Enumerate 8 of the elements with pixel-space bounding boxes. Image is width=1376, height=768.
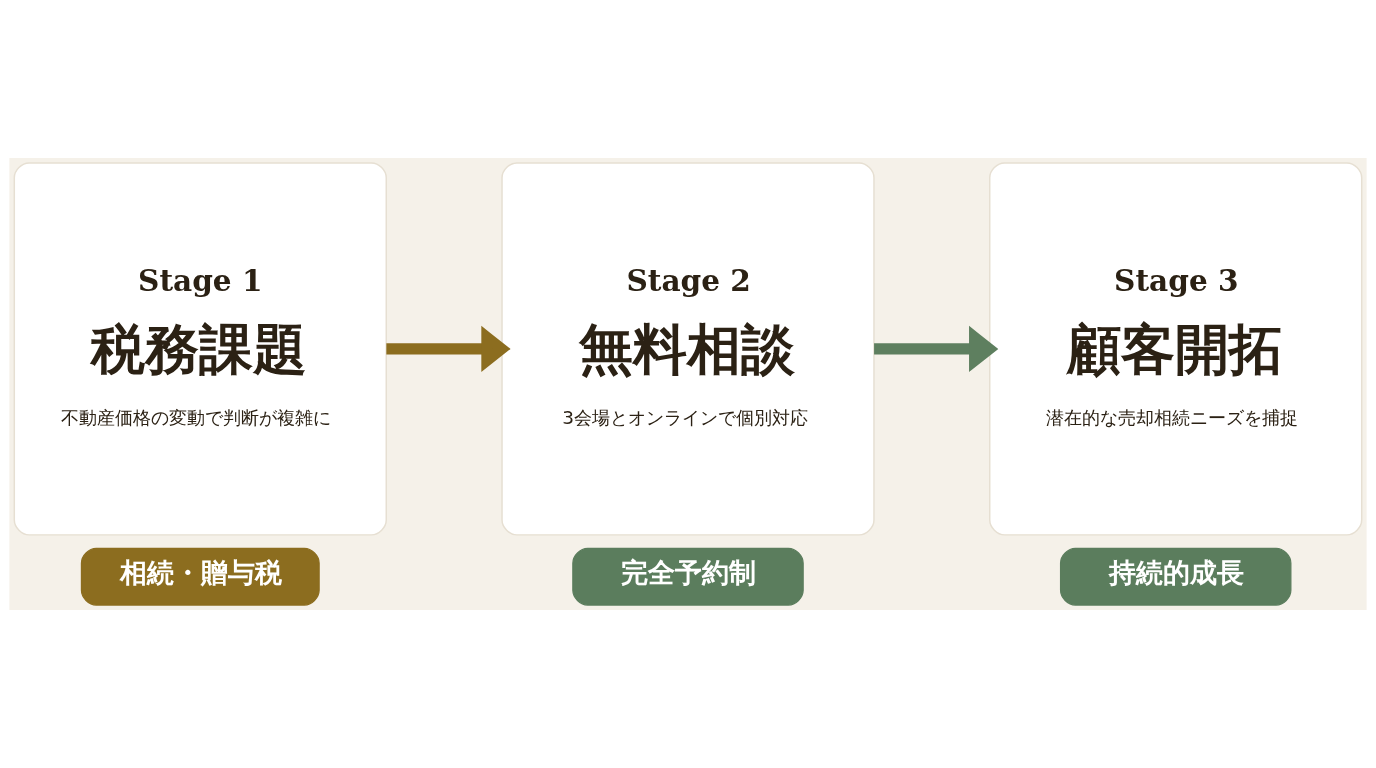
- node-box: Stage 1 税務課題 不動産価格の変動で判断が複雑に: [13, 162, 387, 536]
- node-box: 完全予約制: [572, 547, 804, 606]
- node-box: 相続・贈与税: [80, 547, 320, 606]
- node-box: 持続的成長: [1059, 547, 1292, 606]
- node-box: Stage 2 無料相談 3会場とオンラインで個別対応: [501, 162, 875, 536]
- arrow: [874, 325, 999, 372]
- node-box: Stage 3 顧客開拓 潜在的な売却相続ニーズを捕捉: [989, 162, 1363, 536]
- arrow: [386, 325, 511, 372]
